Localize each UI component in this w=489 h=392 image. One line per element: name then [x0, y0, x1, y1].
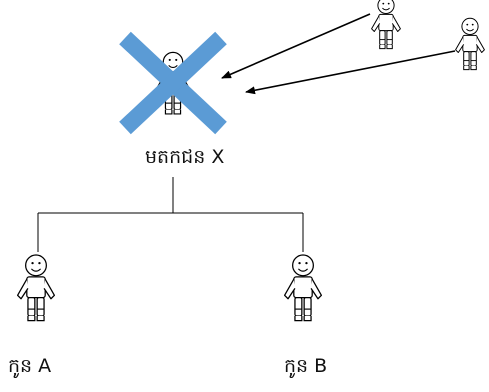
child-b-figure [283, 254, 323, 322]
family-tree-connectors [37, 177, 304, 252]
child-a-figure [16, 254, 56, 322]
deceased-label: មតកជន X [145, 146, 224, 168]
arrow-from-claimant-2 [245, 50, 456, 95]
child-a-label: កូន A [8, 355, 51, 379]
claimant-person-1-figure [371, 0, 401, 50]
child-b-label: កូន B [284, 355, 327, 379]
claimant-person-2-figure [455, 17, 485, 71]
arrow-from-claimant-1 [221, 13, 371, 79]
deceased-cross-mark [119, 31, 227, 135]
